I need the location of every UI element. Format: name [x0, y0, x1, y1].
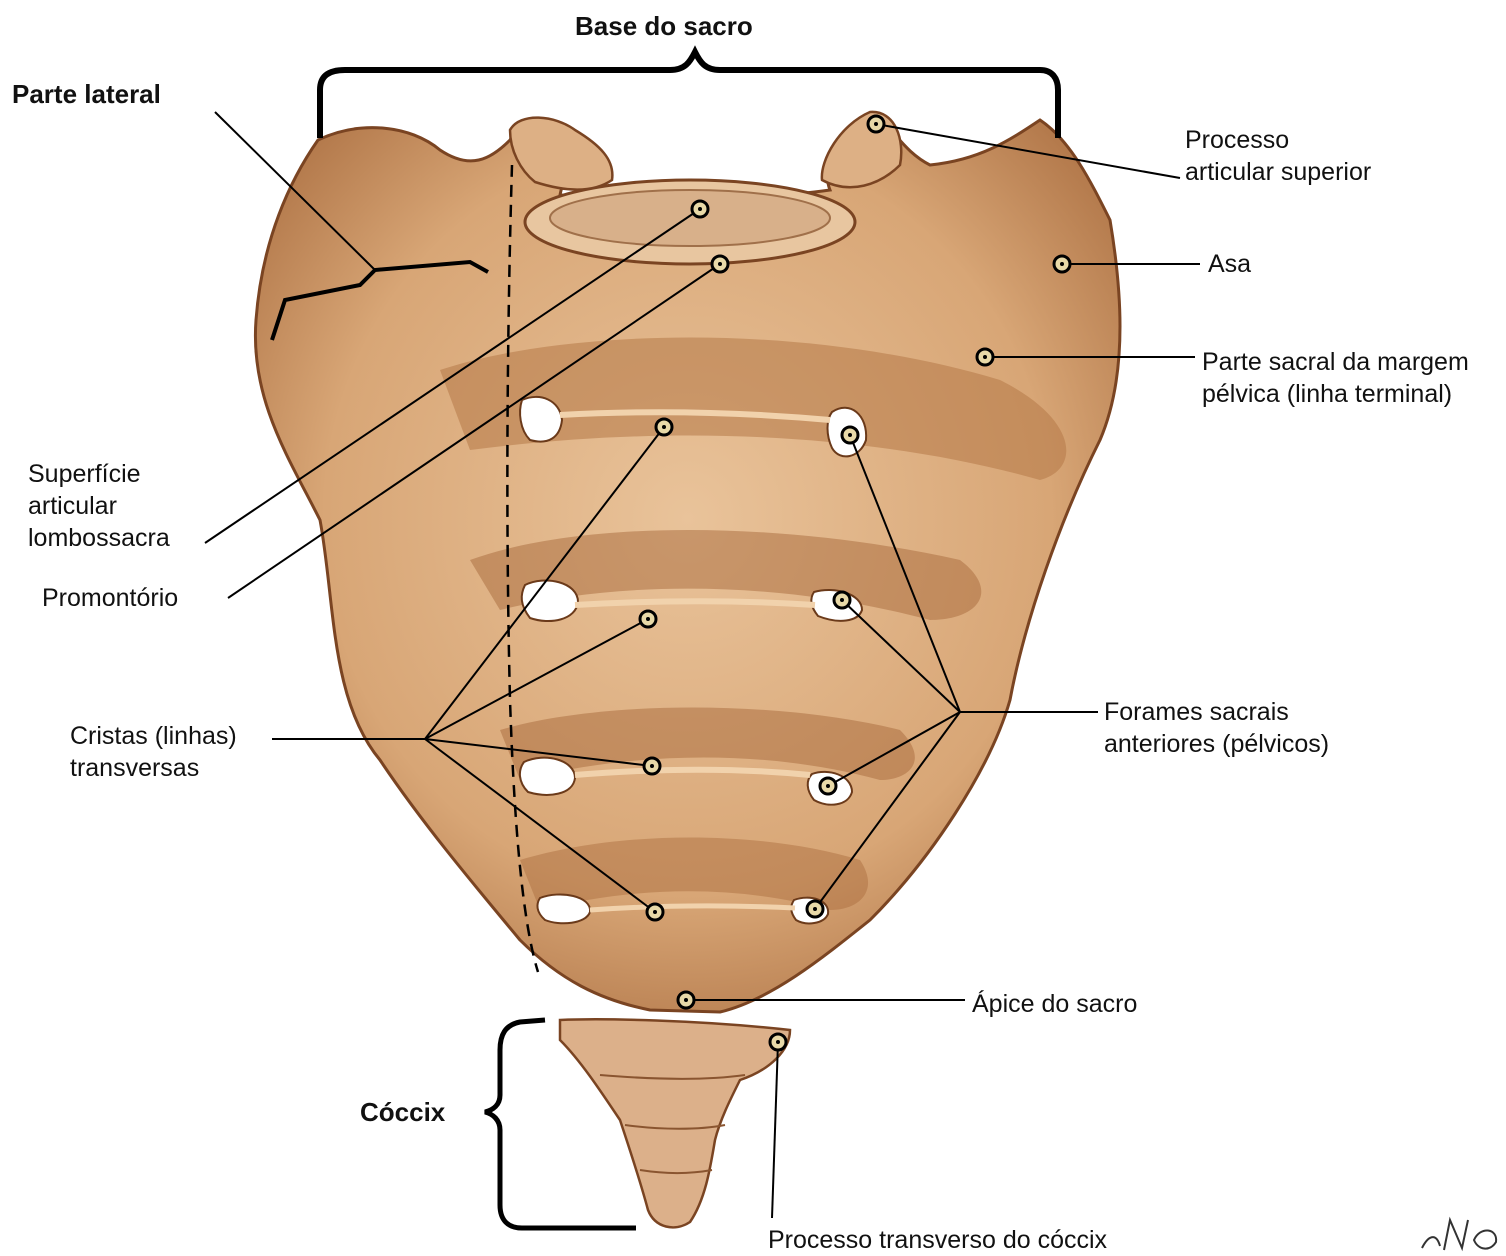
label-parte-lateral: Parte lateral	[12, 78, 161, 110]
foramen	[537, 894, 590, 923]
label-margem-pelvica: Parte sacral da margem pélvica (linha te…	[1202, 346, 1469, 410]
lumbosacral-surface-inner	[550, 190, 830, 246]
label-asa: Asa	[1208, 248, 1251, 280]
coccyx-bone	[560, 1019, 790, 1227]
signature-mark	[1422, 1220, 1496, 1250]
foramen	[520, 397, 562, 442]
base-bracket	[320, 52, 1058, 138]
label-processo-articular-superior: Processo articular superior	[1185, 124, 1371, 188]
label-processo-transverso: Processo transverso do cóccix	[768, 1224, 1107, 1256]
foramen	[520, 758, 575, 795]
label-base-do-sacro: Base do sacro	[575, 10, 753, 42]
label-promontorio: Promontório	[42, 582, 178, 614]
label-coccix: Cóccix	[360, 1096, 445, 1128]
label-superficie-articular: Superfície articular lombossacra	[28, 458, 170, 554]
label-cristas-transversas: Cristas (linhas) transversas	[70, 720, 237, 784]
label-apice-do-sacro: Ápice do sacro	[972, 988, 1137, 1020]
label-forames-sacrais: Forames sacrais anteriores (pélvicos)	[1104, 696, 1329, 760]
